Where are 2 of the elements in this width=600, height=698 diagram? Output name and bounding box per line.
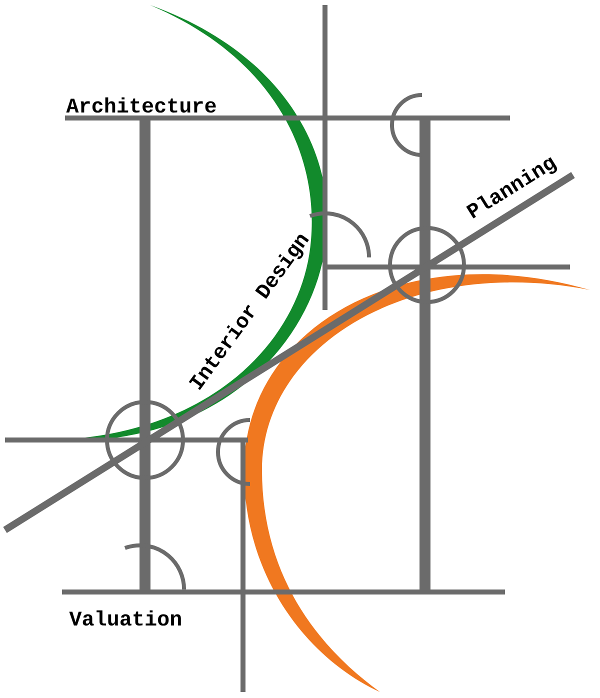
discipline-label: Architecture bbox=[66, 97, 216, 113]
discipline-label: Valuation bbox=[69, 610, 181, 626]
